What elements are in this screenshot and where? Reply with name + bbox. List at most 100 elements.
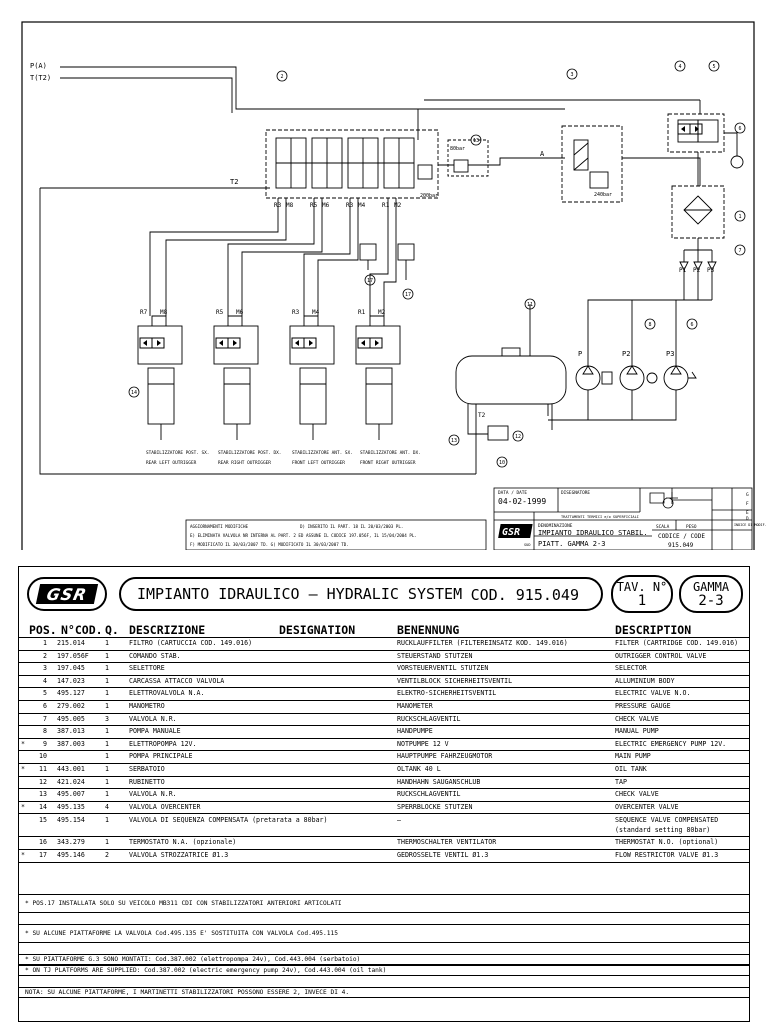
revision-entry: D) INSERITO IL PART. 18 IL 20/03/2003 PL… [300,524,403,529]
port-t-label: T(T2) [30,74,51,82]
cylinder-port-label: M2 [378,309,386,316]
parts-title-box: IMPIANTO IDRAULICO – HYDRALIC SYSTEM COD… [119,577,603,611]
callout-8: 8 [648,322,651,328]
row-benennung: STEUERSTAND STUTZEN [397,651,473,660]
row-qty: 1 [105,676,109,685]
row-benennung: HANDPUMPE [397,727,433,736]
note-line: * SU PIATTAFORME G.3 SONO MONTATI: Cod.3… [19,955,749,965]
parts-header: GSR IMPIANTO IDRAULICO – HYDRALIC SYSTEM… [19,567,749,619]
note-spacer [19,913,749,925]
outrigger-caption-it: STABILIZZATORE POST. SX. [146,450,209,456]
row-descrizione: VALVOLA DI SEQUENZA COMPENSATA (pretarat… [129,816,328,825]
note-line: * SU ALCUNE PIATTAFORME LA VALVOLA Cod.4… [19,925,749,943]
parts-title: IMPIANTO IDRAULICO – HYDRALIC SYSTEM [137,585,463,603]
tb-date-label: DATA / DATE [498,490,527,496]
row-benennung: VORSTEUERVENTIL STUTZEN [397,664,489,673]
callout-11: 11 [527,302,533,308]
gamma-value: 2-3 [698,593,724,609]
cylinder-port-label: R7 [140,309,148,316]
callout-13: 13 [473,138,479,144]
row-pos: 17 [39,850,47,859]
row-pos: 4 [43,676,47,685]
row-qty: 1 [105,689,109,698]
pump-label: P3 [666,350,674,358]
row-description: TAP [615,777,627,786]
manifold-port-label: M2 [394,202,402,209]
row-description: ELECTRIC VALVE N.O. [615,689,691,698]
row-descrizione: VALVOLA OVERCENTER [129,802,201,811]
row-description: FILTER (CARTRIDGE COD. 149.016) [615,639,739,647]
row-code: 387.013 [57,727,85,736]
tb-code: 915.049 [668,542,694,549]
setting-240-label: 240bar [594,192,612,198]
manifold-port-label: R1 [382,202,390,209]
column-headers: POS. N°COD. Q. DESCRIZIONE DESIGNATION B… [19,623,749,638]
row-descrizione: VALVOLA STROZZATRICE Ø1.3 [129,850,229,859]
row-descrizione: TERMOSTATO N.A. (opzionale) [129,838,237,847]
tb-scale-label: SCALA [656,524,670,530]
col-q: Q. [105,623,119,637]
parts-code: COD. 915.049 [470,586,579,604]
row-description: ELECTRIC EMERGENCY PUMP 12V. [615,739,727,748]
row-pos: 13 [39,790,47,799]
row-descrizione: VALVOLA N.R. [129,790,177,799]
tb-logo: GSR [502,527,520,538]
tb-weight-label: PESO [686,524,697,530]
hydraulic-schematic: P(A) T(T2) T2 A 80bar 200bar 240bar T2 R… [21,21,767,550]
callout-17: 17 [367,278,373,284]
row-description: SEQUENCE VALVE COMPENSATED (standard set… [615,816,719,835]
row-description: OUTRIGGER CONTROL VALVE [615,651,707,660]
row-descrizione: SERBATOIO [129,764,165,773]
row-code: 495.007 [57,790,85,799]
row-code: 387.003 [57,739,85,748]
row-description: SELECTOR [615,664,647,673]
row-code: 495.154 [57,816,85,825]
row-benennung: – [397,816,401,825]
row-benennung: OLTANK 40 L [397,764,441,773]
note-line: * ON TJ PLATFORMS ARE SUPPLIED: Cod.387.… [19,966,749,976]
col-description: DESCRIPTION [615,623,692,637]
note-spacer [19,965,749,966]
col-desc: DESCRIZIONE [129,623,206,637]
row-qty: 1 [105,777,109,786]
row-description: OIL TANK [615,764,647,773]
outrigger-caption-en: REAR LEFT OUTRIGGER [146,460,197,466]
tb-code-label: CODICE / CODE [658,533,705,540]
note-line: NOTA: SU ALCUNE PIATTAFORME, I MARTINETT… [19,988,749,998]
tav-value: 1 [637,593,647,609]
gamma-box: GAMMA 2-3 [679,575,743,613]
row-benennung: THERMOSCHALTER VENTILATOR [397,838,497,847]
manifold-port-label: R3 [346,202,354,209]
row-descrizione: SELETTORE [129,664,165,673]
row-description: MAIN PUMP [615,752,651,761]
row-pos: 16 [39,838,47,847]
row-qty: 1 [105,664,109,673]
pump-port-label: P3 [707,267,715,274]
outrigger-caption-it: STABILIZZATORE ANT. DX. [360,450,421,456]
row-descrizione: CARCASSA ATTACCO VALVOLA [129,676,225,685]
col-benennung: BENENNUNG [397,623,460,637]
callout-4: 4 [678,64,681,70]
row-qty: 1 [105,701,109,710]
row-descrizione: POMPA MANUALE [129,727,181,736]
row-benennung: VENTILBLOCK SICHERHEITSVENTIL [397,676,513,685]
callout-14: 14 [131,390,137,396]
row-pos: 3 [43,664,47,673]
row-descrizione: VALVOLA N.R. [129,714,177,723]
row-description: FLOW RESTRICTOR VALVE Ø1.3 [615,850,719,859]
row-descrizione: ELETTROVALVOLA N.A. [129,689,205,698]
callout-1: 1 [738,214,741,220]
row-benennung: HANDHAHN SAUGANSCHLUB [397,777,481,786]
row-pos: 8 [43,727,47,736]
row-mark: * [21,764,25,773]
parts-notes: * POS.17 INSTALLATA SOLO SU VEICOLO MB31… [19,885,749,998]
callout-13: 13 [451,438,457,444]
manifold-port-label: M8 [286,202,294,209]
